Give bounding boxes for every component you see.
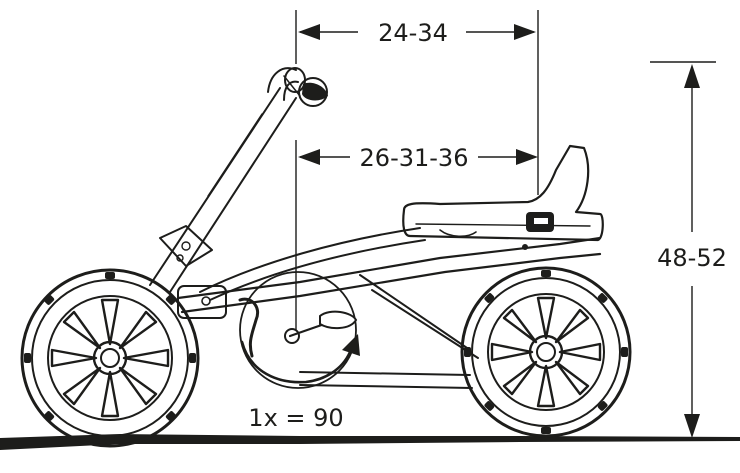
crank-rotation-arrow xyxy=(240,334,360,384)
dimension-seat-height: 48-52 xyxy=(650,61,727,441)
pedal-crank xyxy=(238,271,358,389)
front-wheel-spokes xyxy=(50,298,170,418)
crank-note-label: 1x = 90 xyxy=(248,404,343,432)
rear-wheel-spokes xyxy=(490,296,602,408)
rear-wheel-tread xyxy=(464,270,628,434)
dimension-label-26-31-36: 26-31-36 xyxy=(360,144,469,172)
front-wheel-tread xyxy=(24,272,196,444)
dimension-handlebar-to-seat: 24-34 xyxy=(295,10,539,195)
handle-grip xyxy=(283,67,328,107)
ground-line xyxy=(0,434,740,450)
front-wheel xyxy=(20,268,200,448)
dimension-label-48-52: 48-52 xyxy=(657,244,727,272)
seat xyxy=(402,144,604,250)
dimension-label-24-34: 24-34 xyxy=(378,19,448,47)
dimension-pedal-to-seat: 26-31-36 xyxy=(295,140,538,330)
steering-column xyxy=(149,67,299,293)
rear-wheel xyxy=(460,266,632,438)
